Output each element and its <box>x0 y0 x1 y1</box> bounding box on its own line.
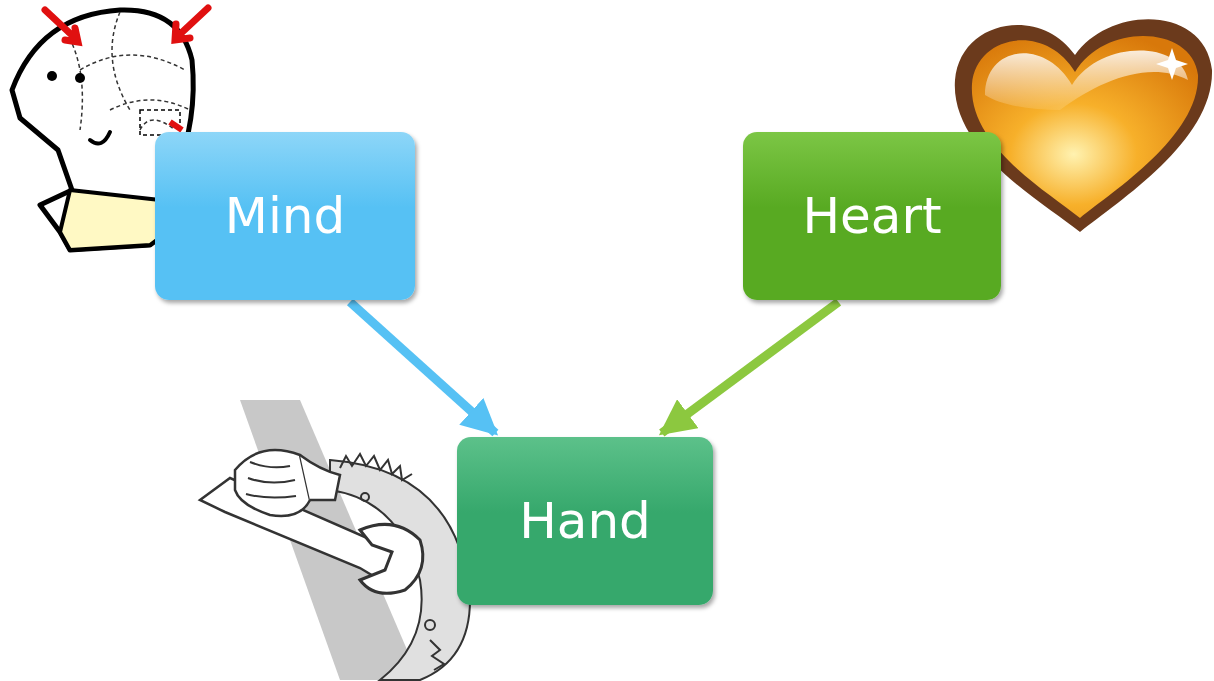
arrow-connector <box>350 302 495 433</box>
arrow-connector <box>662 302 839 433</box>
box-label: Mind <box>225 189 345 244</box>
wrench-hand-illustration <box>200 400 470 680</box>
process-box: Hand <box>457 437 713 605</box>
process-box: Heart <box>743 132 1001 300</box>
box-label: Heart <box>802 189 941 244</box>
box-label: Hand <box>519 494 651 549</box>
process-box: Mind <box>155 132 415 300</box>
